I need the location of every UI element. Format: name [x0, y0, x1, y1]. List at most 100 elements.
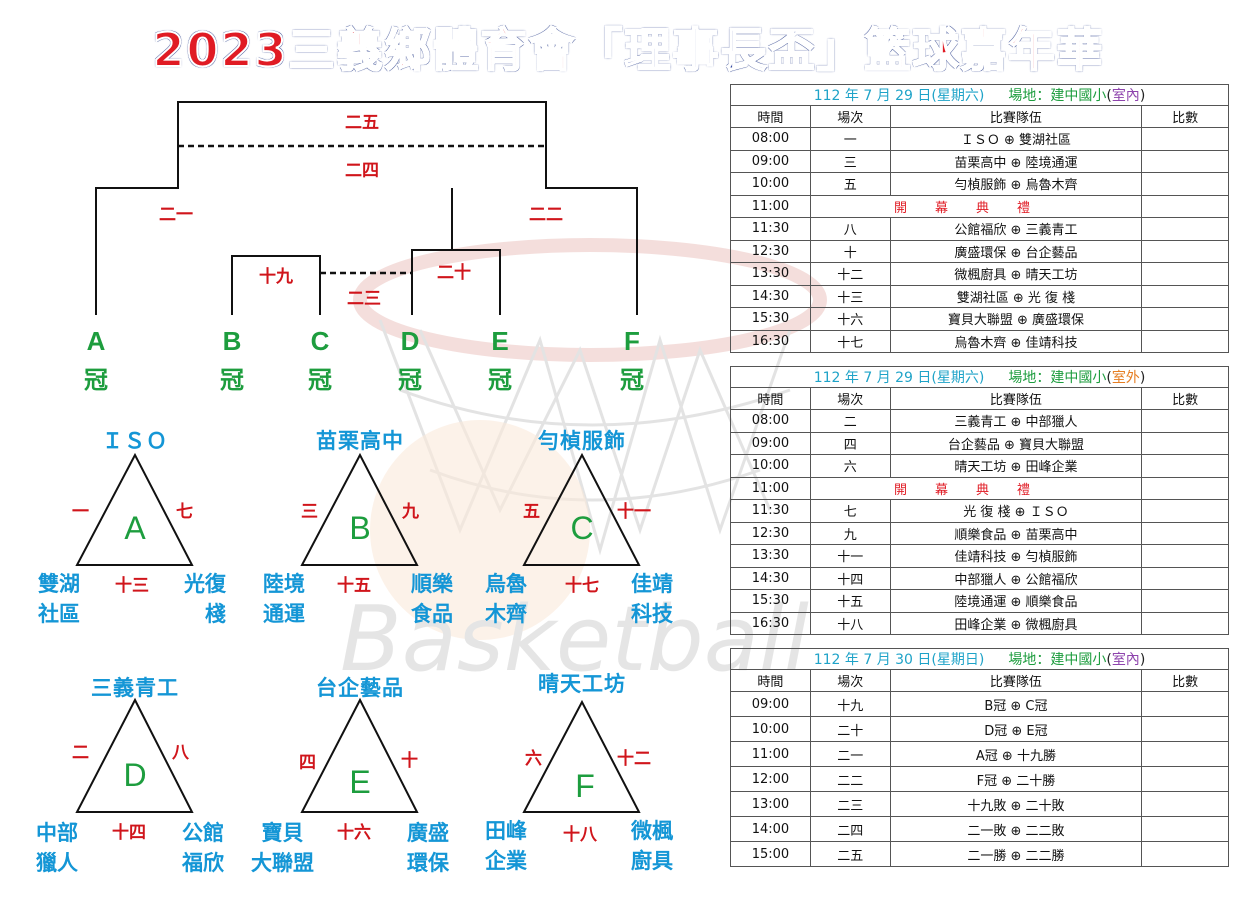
bracket-line-qf-right	[411, 249, 501, 315]
group-letter: B	[349, 510, 371, 546]
group-right-match: 七	[176, 502, 193, 522]
match-number: 一	[809, 127, 891, 151]
column-header: 比賽隊伍	[889, 669, 1143, 692]
match-number: 十	[809, 239, 891, 263]
match-number: 十九	[809, 691, 891, 717]
match-score	[1141, 716, 1229, 742]
group-left-match: 三	[301, 502, 318, 522]
bracket-champ-b: 冠	[220, 366, 244, 394]
match-time: 14:30	[730, 284, 811, 308]
group-a: ＩＳＯ A 一 七 十三 雙湖社區 光復棧	[20, 425, 250, 655]
match-time: 08:00	[730, 127, 811, 151]
schedule-table-day1-indoor: 112 年 7 月 29 日(星期六)場地：建中國小(室內)時間場次比賽隊伍比數…	[730, 84, 1229, 353]
match-number: 十四	[809, 566, 891, 590]
match-time: 10:00	[730, 716, 811, 742]
match-teams: 微楓廚具 ⊕ 晴天工坊	[889, 262, 1143, 286]
match-teams: A冠 ⊕ 十九勝	[889, 741, 1143, 767]
match-score	[1141, 217, 1229, 241]
match-teams: F冠 ⊕ 二十勝	[889, 766, 1143, 792]
group-bottom-match: 十七	[565, 576, 599, 596]
match-time: 14:30	[730, 566, 811, 590]
schedule-court: 室內	[1111, 88, 1140, 104]
column-header: 場次	[809, 105, 891, 128]
match-time: 10:00	[730, 454, 811, 478]
group-bottom-right-team: 佳靖科技	[631, 572, 673, 626]
match-number: 十一	[809, 544, 891, 568]
match-teams: 順樂食品 ⊕ 苗栗高中	[889, 521, 1143, 545]
match-time: 09:00	[730, 691, 811, 717]
match-teams: 烏魯木齊 ⊕ 佳靖科技	[889, 329, 1143, 353]
match-number: 十三	[809, 284, 891, 308]
column-header: 場次	[809, 387, 891, 410]
match-score	[1141, 409, 1229, 433]
group-triangle	[300, 697, 419, 813]
match-number: 三	[809, 149, 891, 173]
match-teams: ＩＳＯ ⊕ 雙湖社區	[889, 127, 1143, 151]
match-time: 09:00	[730, 431, 811, 455]
bracket-champ-a: 冠	[84, 366, 108, 394]
tournament-bracket: 二五 二四 二一 二二 十九 二十 二三 A 冠 B 冠 C 冠 D 冠 E 冠…	[0, 80, 720, 400]
column-header: 時間	[730, 105, 811, 128]
match-number: 二一	[809, 741, 891, 767]
match-time: 12:30	[730, 521, 811, 545]
match-score	[1141, 172, 1229, 196]
match-teams: B冠 ⊕ C冠	[889, 691, 1143, 717]
group-top-team: 三義青工	[91, 676, 179, 700]
column-header: 場次	[809, 669, 891, 692]
group-e: 台企藝品 E 四 十 十六 寶貝大聯盟 廣盛環保	[245, 672, 475, 902]
group-letter: E	[349, 764, 371, 800]
match-number: 二二	[809, 766, 891, 792]
group-top-team: 台企藝品	[316, 676, 404, 700]
group-bottom-match: 十六	[337, 823, 371, 843]
group-bottom-match: 十八	[563, 825, 597, 845]
match-score	[1141, 454, 1229, 478]
schedule-caption: 112 年 7 月 29 日(星期六)場地：建中國小(室內)	[730, 84, 1229, 106]
group-bottom-left-team: 寶貝大聯盟	[251, 821, 314, 875]
match-time: 13:30	[730, 544, 811, 568]
match-number: 五	[809, 172, 891, 196]
bracket-line-qf-left	[231, 255, 321, 315]
schedule-table-day1-outdoor: 112 年 7 月 29 日(星期六)場地：建中國小(室外)時間場次比賽隊伍比數…	[730, 366, 1229, 635]
column-header: 比數	[1141, 387, 1229, 410]
match-score	[1141, 431, 1229, 455]
schedule-table-day2-indoor: 112 年 7 月 30 日(星期日)場地：建中國小(室內)時間場次比賽隊伍比數…	[730, 648, 1229, 867]
schedule-venue: 場地：建中國小	[1008, 370, 1107, 386]
group-top-team: 晴天工坊	[538, 672, 626, 696]
group-d: 三義青工 D 二 八 十四 中部獵人 公館福欣	[20, 672, 250, 902]
schedule-paren-open: (	[1106, 88, 1112, 104]
schedule-header-row: 時間場次比賽隊伍比數	[730, 669, 1229, 692]
group-left-match: 二	[72, 743, 89, 763]
group-bottom-match: 十三	[115, 576, 149, 596]
schedule-court: 室外	[1111, 370, 1140, 386]
title-part3: 」籃球嘉年華	[816, 22, 1105, 78]
group-bottom-left-team: 陸境通運	[263, 572, 305, 626]
match-score	[1141, 611, 1229, 635]
column-header: 時間	[730, 387, 811, 410]
match-teams: 晴天工坊 ⊕ 田峰企業	[889, 454, 1143, 478]
bracket-team-e: E	[491, 326, 509, 356]
bracket-champ-f: 冠	[620, 366, 644, 394]
schedule-caption: 112 年 7 月 30 日(星期日)場地：建中國小(室內)	[730, 648, 1229, 670]
group-letter: A	[124, 510, 146, 546]
match-number: 十七	[809, 329, 891, 353]
match-score	[1141, 239, 1229, 263]
match-score	[1141, 127, 1229, 151]
bracket-team-c: C	[310, 326, 330, 356]
match-time: 10:00	[730, 172, 811, 196]
match-teams: 十九敗 ⊕ 二十敗	[889, 791, 1143, 817]
group-bottom-right-team: 微楓廚具	[631, 819, 673, 873]
group-left-match: 一	[72, 502, 89, 522]
schedule-date: 112 年 7 月 29 日(星期六)	[813, 88, 985, 104]
group-right-match: 十一	[617, 502, 651, 522]
schedule-venue: 場地：建中國小	[1008, 88, 1107, 104]
